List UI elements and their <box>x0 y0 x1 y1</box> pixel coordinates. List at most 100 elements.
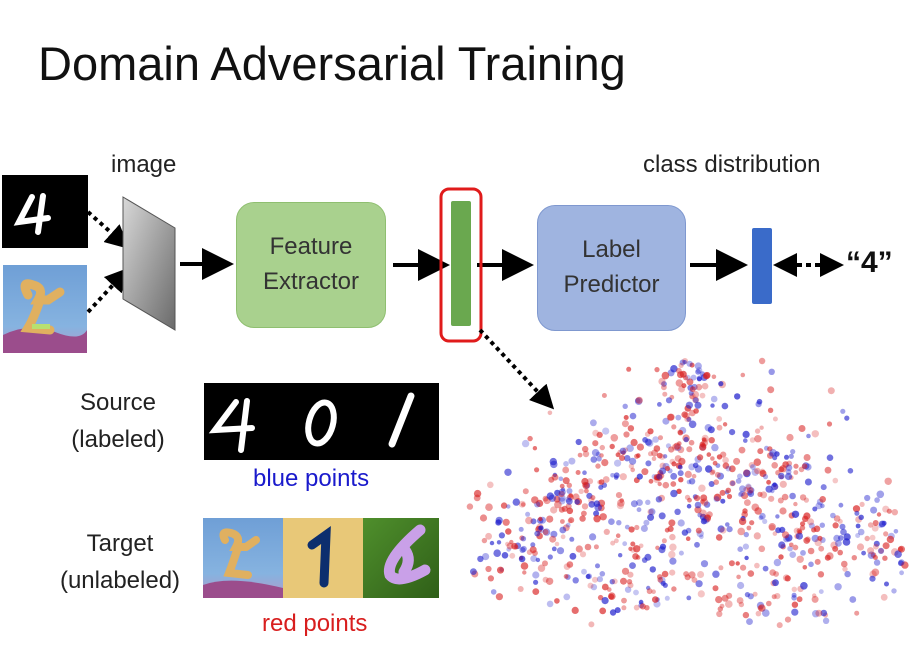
scatter-point-blue <box>768 368 775 375</box>
scatter-point-red <box>736 574 741 580</box>
scatter-point-red <box>799 494 807 501</box>
scatter-point-red <box>657 481 662 487</box>
scatter-point-red <box>802 515 809 523</box>
scatter-point-blue <box>692 397 699 403</box>
blue-points-caption: blue points <box>253 465 370 492</box>
scatter-point-red <box>793 501 798 507</box>
scatter-point-blue <box>791 510 800 518</box>
scatter-point-red <box>746 484 752 490</box>
scatter-point-red <box>726 493 733 500</box>
scatter-point-red <box>841 560 848 568</box>
scatter-point-red <box>832 477 839 484</box>
scatter-point-blue <box>519 547 526 553</box>
scatter-point-red <box>709 469 715 476</box>
scatter-point-blue <box>729 429 736 436</box>
scatter-point-red <box>755 610 762 617</box>
scatter-point-red <box>568 493 574 498</box>
scatter-point-blue <box>504 468 512 476</box>
scatter-point-red <box>700 494 708 502</box>
scatter-point-red <box>832 545 839 552</box>
scatter-point-blue <box>855 523 861 529</box>
scatter-point-red <box>560 519 565 524</box>
scatter-point-red <box>579 515 586 522</box>
scatter-point-blue <box>645 460 652 467</box>
scatter-point-red <box>653 474 661 481</box>
scatter-point-blue <box>506 547 512 552</box>
scatter-point-red <box>689 392 696 400</box>
scatter-point-red <box>610 434 619 442</box>
feature-extractor-box: Feature Extractor <box>236 202 386 328</box>
scatter-point-red <box>634 453 640 459</box>
scatter-point-red <box>648 451 653 457</box>
scatter-point-blue <box>788 453 794 459</box>
scatter-point-red <box>871 568 880 577</box>
scatter-point-red <box>593 544 599 550</box>
scatter-point-red <box>621 597 627 604</box>
scatter-point-red <box>706 452 712 457</box>
input-mnist-image <box>2 175 88 248</box>
scatter-point-blue <box>624 455 631 462</box>
scatter-point-blue <box>772 579 779 587</box>
scatter-point-blue <box>737 546 743 552</box>
scatter-point-red <box>695 383 703 391</box>
scatter-point-blue <box>636 507 642 513</box>
scatter-point-blue <box>646 439 654 447</box>
scatter-point-blue <box>629 457 637 465</box>
scatter-point-red <box>746 525 752 531</box>
scatter-point-blue <box>595 563 600 569</box>
scatter-point-red <box>620 577 627 585</box>
scatter-point-blue <box>634 397 643 406</box>
scatter-point-red <box>644 431 651 437</box>
scatter-point-red <box>647 428 654 435</box>
scatter-point-red <box>779 480 787 488</box>
scatter-point-red <box>534 467 540 473</box>
scatter-point-red <box>608 592 616 600</box>
scatter-point-red <box>582 450 590 458</box>
scatter-point-red <box>473 489 482 498</box>
scatter-point-red <box>793 527 801 534</box>
scatter-point-blue <box>613 472 620 479</box>
scatter-point-blue <box>533 579 539 585</box>
scatter-point-red <box>682 358 688 364</box>
scatter-point-red <box>807 518 815 526</box>
scatter-point-blue <box>812 610 820 618</box>
scatter-point-red <box>581 510 587 517</box>
scatter-point-blue <box>842 538 851 546</box>
scatter-point-blue <box>791 608 799 616</box>
source-line-1: Source <box>79 389 157 416</box>
scatter-point-blue <box>591 449 600 457</box>
scatter-point-blue <box>535 557 541 563</box>
scatter-point-red <box>791 586 797 592</box>
scatter-point-red <box>646 588 653 595</box>
scatter-point-red <box>562 524 570 532</box>
scatter-point-red <box>671 461 677 467</box>
scatter-point-blue <box>636 499 643 506</box>
scatter-point-blue <box>598 484 604 490</box>
scatter-point-blue <box>704 424 712 432</box>
scatter-point-red <box>713 493 722 502</box>
scatter-point-red <box>789 542 794 548</box>
scatter-point-blue <box>614 459 622 467</box>
scatter-point-red <box>768 524 776 531</box>
scatter-point-red <box>509 539 514 545</box>
scatter-point-blue <box>858 514 864 520</box>
scatter-point-red <box>701 382 709 390</box>
scatter-point-red <box>668 519 676 527</box>
scatter-point-red <box>590 495 596 501</box>
scatter-point-red <box>566 482 572 488</box>
scatter-point-blue <box>737 581 745 590</box>
scatter-point-red <box>817 571 825 578</box>
scatter-point-red <box>774 593 781 600</box>
scatter-point-red <box>693 495 701 502</box>
scatter-point-red <box>532 588 540 595</box>
scatter-point-blue <box>594 503 602 512</box>
scatter-point-blue <box>771 483 779 491</box>
scatter-point-blue <box>640 525 648 532</box>
scatter-point-red <box>563 574 569 579</box>
scatter-point-blue <box>789 551 796 558</box>
scatter-point-red <box>743 486 749 493</box>
scatter-point-blue <box>739 485 746 493</box>
scatter-point-red <box>824 554 831 561</box>
scatter-point-red <box>791 601 799 608</box>
